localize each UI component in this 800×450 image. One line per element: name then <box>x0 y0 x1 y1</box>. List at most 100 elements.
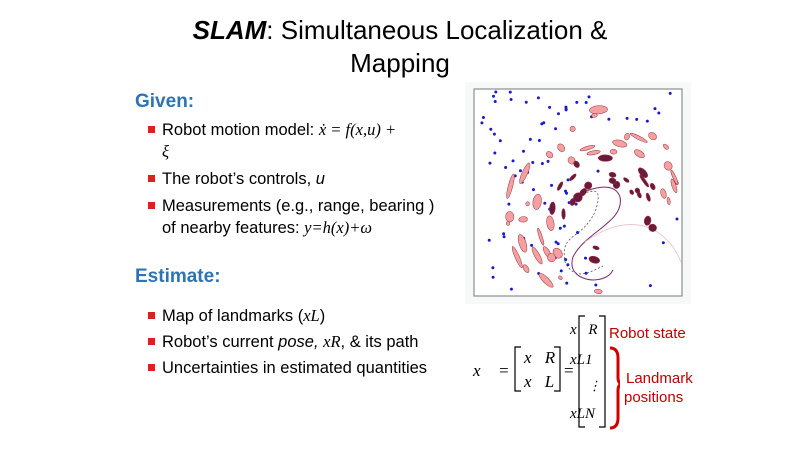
landmark-uncertainty-ellipse <box>663 143 669 150</box>
bullet <box>148 202 155 209</box>
landmark-dot <box>536 96 540 100</box>
landmark-dot <box>543 201 547 205</box>
landmark-dot <box>502 232 506 236</box>
landmark-uncertainty-ellipse <box>522 264 530 273</box>
slam-map-svg <box>473 88 683 297</box>
slide-title: SLAM: Simultaneous Localization & <box>150 14 650 47</box>
landmark-dot <box>556 112 560 116</box>
equals: = <box>564 361 574 380</box>
landmark-uncertainty-ellipse <box>586 150 601 156</box>
landmark-dot <box>493 151 497 155</box>
landmark-dot <box>558 226 562 230</box>
landmark-dot <box>550 183 554 187</box>
landmark-dot <box>564 189 568 193</box>
landmark-uncertainty-ellipse <box>645 192 651 202</box>
landmark-uncertainty-ellipse <box>518 216 528 223</box>
landmark-dot <box>491 266 495 270</box>
landmark-uncertainty-ellipse <box>648 223 657 232</box>
landmark-dot <box>531 188 535 192</box>
given-item-3-cont: of nearby features: y=h(x)+ω <box>162 218 372 237</box>
landmark-dot <box>530 243 534 247</box>
landmark-dot <box>494 90 498 94</box>
landmark-dot <box>564 105 568 109</box>
v1-entry: x⃗R <box>523 348 556 367</box>
landmark-dot <box>554 127 558 131</box>
map-border <box>473 88 683 297</box>
given-item-1: Robot motion model: ẋ = f(x,u) + <box>162 120 397 139</box>
title-line2: Mapping <box>350 48 450 78</box>
landmark-dot <box>509 97 513 101</box>
bullet <box>148 126 155 133</box>
title-bold: SLAM <box>192 15 267 45</box>
robot-state-label: Robot state <box>609 325 686 342</box>
sensor-range-arc <box>584 224 682 263</box>
landmark-uncertainty-ellipse <box>660 188 667 199</box>
landmark-dot <box>575 100 579 104</box>
landmark-uncertainty-ellipse <box>629 189 634 195</box>
state-vector-equation: x⃗ = x⃗R x⃗L = x⃗R xL1 ⋮ xLN <box>472 315 620 430</box>
positions-label: positions <box>624 389 684 406</box>
landmark-dot <box>648 284 652 288</box>
landmark-dot <box>498 139 502 143</box>
estimate-item-2: Robot’s current pose, xR, & its path <box>162 332 419 351</box>
v2-entry: x⃗R <box>569 322 598 338</box>
landmark-uncertainty-ellipse <box>537 228 545 246</box>
landmark-uncertainty-ellipse <box>637 167 648 178</box>
landmark-dot <box>587 95 591 99</box>
landmark-dot <box>546 159 550 163</box>
landmark-dot <box>554 240 558 244</box>
given-item-3: Measurements (e.g., range, bearing ) <box>162 197 435 215</box>
landmark-dot <box>668 91 672 95</box>
landmark-uncertainty-ellipse <box>511 246 523 269</box>
landmark-uncertainty-ellipse <box>506 221 511 226</box>
v2-entry: xLN <box>569 406 596 422</box>
landmark-dot <box>661 241 665 245</box>
landmark-uncertainty-ellipse <box>569 173 577 181</box>
landmark-dot <box>594 283 598 287</box>
landmark-dot <box>562 224 566 228</box>
landmark-dot <box>507 202 511 206</box>
landmark-dot <box>584 271 588 275</box>
landmark-dot <box>564 258 568 262</box>
v1-entry: x⃗L <box>523 372 554 391</box>
landmark-dot <box>625 116 629 120</box>
landmark-uncertainty-ellipse <box>612 139 628 148</box>
landmark-dot <box>511 159 515 163</box>
landmark-dot <box>556 242 560 246</box>
landmark-uncertainty-ellipse <box>588 255 601 264</box>
landmark-uncertainty-ellipse <box>557 181 564 191</box>
estimated-path <box>563 190 604 275</box>
landmark-dot <box>531 161 535 165</box>
landmark-uncertainty-ellipse <box>546 215 555 231</box>
landmark-uncertainty-ellipse <box>546 151 554 159</box>
landmark-uncertainty-ellipse <box>561 208 566 220</box>
landmark-uncertainty-ellipse <box>670 178 678 194</box>
given-heading: Given: <box>135 91 195 112</box>
estimate-item-1: Map of landmarks (xL) <box>162 306 326 325</box>
estimate-item-3: Uncertainties in estimated quantities <box>162 359 428 377</box>
equation-lhs: x⃗ = <box>472 361 510 380</box>
landmark-uncertainty-ellipse <box>649 183 656 191</box>
title-line1: : Simultaneous Localization & <box>266 15 608 45</box>
landmark-dot <box>537 139 541 143</box>
landmark-uncertainty-ellipse <box>569 125 576 132</box>
landmark-dot <box>565 281 569 285</box>
landmark-dot <box>675 217 679 221</box>
v2-entry: xL1 <box>569 352 593 368</box>
landmark-uncertainty-ellipse <box>634 187 641 194</box>
landmark-dot <box>596 169 600 173</box>
landmark-uncertainty-ellipse <box>579 145 596 152</box>
landmark-uncertainty-ellipse <box>592 245 600 250</box>
landmark-dot <box>548 105 552 109</box>
landmark-dot <box>492 132 496 136</box>
landmark-uncertainty-ellipse <box>594 288 603 294</box>
landmark-uncertainty-ellipse <box>549 201 556 215</box>
landmark-uncertainty-ellipse <box>573 160 580 168</box>
bullet <box>148 364 155 371</box>
landmark-dot <box>559 269 563 273</box>
robot-path <box>571 186 621 281</box>
landmark-dot <box>653 107 657 111</box>
landmark-uncertainty-ellipse <box>547 253 556 262</box>
landmark-uncertainty-ellipse <box>589 105 608 115</box>
landmark-uncertainty-ellipse <box>573 192 583 203</box>
